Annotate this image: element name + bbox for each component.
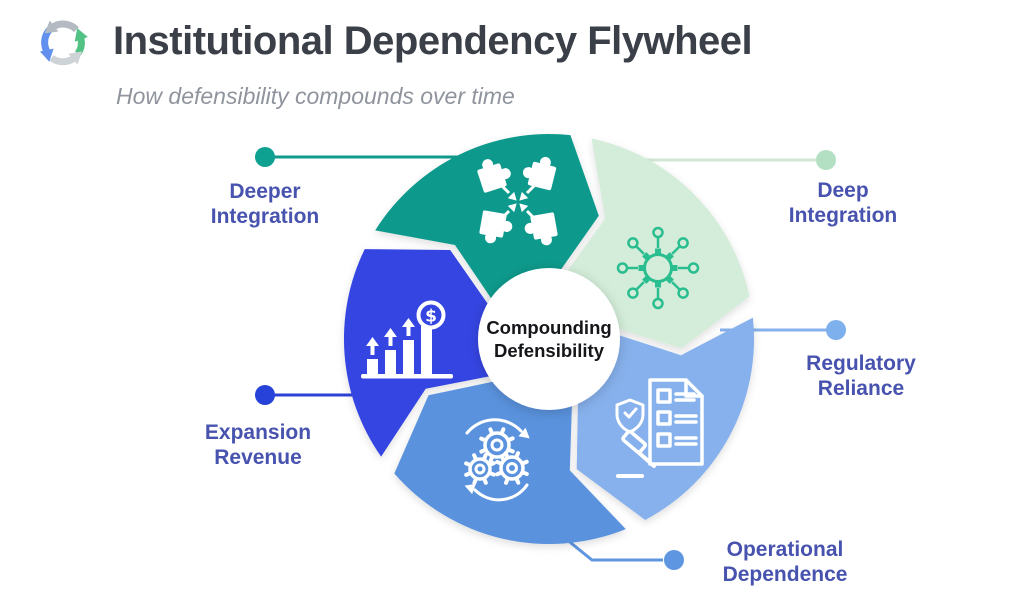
segment-regulatory-reliance <box>576 317 755 520</box>
connector-dot-deep-integration <box>816 150 836 170</box>
label-expansion-revenue: Expansion Revenue <box>204 421 312 469</box>
center-hub-label: Compounding Defensibility <box>486 317 612 361</box>
connector-dot-deeper-integration <box>255 147 275 167</box>
gears-process-icon <box>464 418 530 502</box>
page-subtitle: How defensibility compounds over time <box>116 83 515 109</box>
svg-text:$: $ <box>425 307 437 327</box>
network-hub-icon <box>616 226 700 310</box>
label-deeper-integration: Deeper Integration <box>210 180 320 228</box>
connector-dot-operational-dependence <box>664 550 684 570</box>
connector-dot-regulatory-reliance <box>826 320 846 340</box>
puzzle-integration-icon <box>477 156 558 246</box>
connector-dot-expansion-revenue <box>255 385 275 405</box>
segment-operational-dependence <box>394 379 626 545</box>
revenue-growth-icon: $ <box>361 300 453 379</box>
label-deep-integration: Deep Integration <box>788 179 898 227</box>
segment-deep-integration <box>561 138 750 349</box>
cycle-arrows-icon <box>39 20 88 66</box>
page-title: Institutional Dependency Flywheel <box>113 19 753 63</box>
label-regulatory-reliance: Regulatory Reliance <box>806 352 916 400</box>
center-hub-circle <box>478 268 620 410</box>
compliance-gavel-document-icon <box>615 378 704 478</box>
connector-lines <box>255 147 846 570</box>
label-operational-dependence: Operational Dependence <box>722 538 848 586</box>
